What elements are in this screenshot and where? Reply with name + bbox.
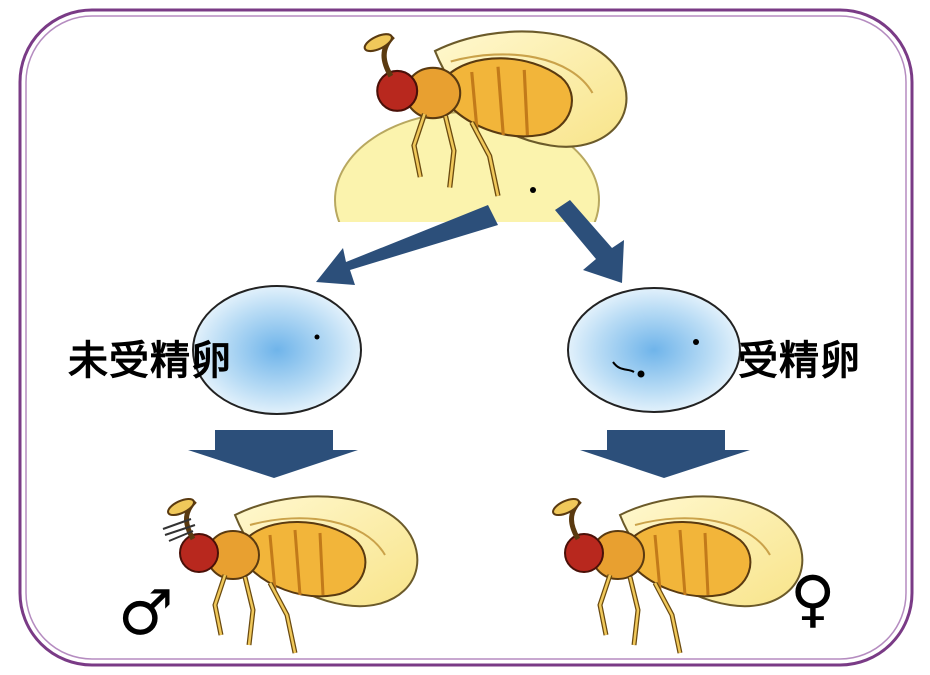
female-symbol: ♀ — [790, 568, 835, 630]
fertilized-egg-icon — [568, 288, 740, 412]
unfertilized-egg-label: 未受精卵 — [68, 328, 232, 386]
arrow-down-right-icon — [580, 430, 750, 478]
male-wasp-icon — [163, 496, 417, 653]
fertilized-egg-label: 受精卵 — [738, 328, 861, 386]
male-symbol: ♂ — [118, 582, 174, 644]
female-wasp-icon — [551, 496, 803, 653]
arrow-down-left-icon — [188, 430, 358, 478]
